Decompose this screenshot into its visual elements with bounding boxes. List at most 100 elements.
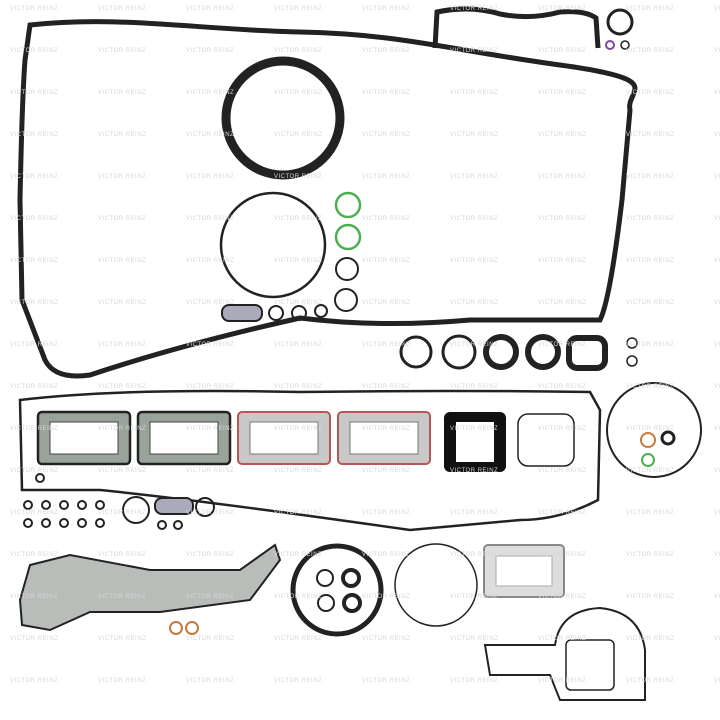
watermark-text: VICTOR REINZ: [362, 384, 410, 390]
intake-gasket-opening: [456, 422, 494, 462]
watermark-text: VICTOR REINZ: [626, 300, 674, 306]
exhaust-manifold-gaskets: [36, 410, 431, 466]
small-o-ring: [41, 500, 51, 510]
o-ring: [316, 569, 334, 587]
rear-crank-seal: [290, 543, 384, 637]
crankshaft-seal: [221, 56, 345, 180]
small-o-ring: [23, 518, 33, 528]
watermark-text: VICTOR REINZ: [538, 48, 586, 54]
watermark-text: VICTOR REINZ: [98, 468, 146, 474]
watermark-text: VICTOR REINZ: [186, 258, 234, 264]
watermark-text: VICTOR REINZ: [274, 6, 322, 12]
watermark-text: VICTOR REINZ: [362, 426, 410, 432]
watermark-text: VICTOR REINZ: [450, 90, 498, 96]
watermark-text: VICTOR REINZ: [714, 48, 720, 54]
watermark-text: VICTOR REINZ: [538, 678, 586, 684]
watermark-text: VICTOR REINZ: [274, 48, 322, 54]
small-o-ring: [59, 518, 69, 528]
watermark-text: VICTOR REINZ: [450, 174, 498, 180]
o-ring: [122, 496, 150, 524]
watermark-text: VICTOR REINZ: [362, 90, 410, 96]
watermark-text: VICTOR REINZ: [362, 468, 410, 474]
copper-ring: [185, 621, 199, 635]
watermark-text: VICTOR REINZ: [10, 342, 58, 348]
watermark-text: VICTOR REINZ: [98, 300, 146, 306]
small-o-ring: [77, 518, 87, 528]
small-o-ring: [173, 520, 183, 530]
breather-gasket: [432, 6, 601, 49]
small-o-rings: [23, 473, 183, 530]
watermark-text: VICTOR REINZ: [186, 510, 234, 516]
oil-cooler-gasket: [18, 543, 282, 632]
watermark-text: VICTOR REINZ: [10, 6, 58, 12]
watermark-text: VICTOR REINZ: [98, 6, 146, 12]
small-o-ring: [77, 500, 87, 510]
watermark-text: VICTOR REINZ: [714, 90, 720, 96]
o-ring: [660, 430, 676, 446]
flange-gasket: [221, 304, 263, 322]
watermark-text: VICTOR REINZ: [274, 300, 322, 306]
watermark-text: VICTOR REINZ: [362, 258, 410, 264]
o-ring: [606, 8, 634, 36]
watermark-text: VICTOR REINZ: [10, 90, 58, 96]
watermark-text: VICTOR REINZ: [714, 636, 720, 642]
watermark-text: VICTOR REINZ: [450, 300, 498, 306]
copper-ring: [169, 621, 183, 635]
watermark-text: VICTOR REINZ: [362, 510, 410, 516]
watermark-text: VICTOR REINZ: [538, 384, 586, 390]
o-ring: [291, 305, 307, 321]
watermark-text: VICTOR REINZ: [10, 174, 58, 180]
watermark-text: VICTOR REINZ: [450, 132, 498, 138]
watermark-text: VICTOR REINZ: [714, 300, 720, 306]
watermark-text: VICTOR REINZ: [626, 594, 674, 600]
watermark-text: VICTOR REINZ: [714, 594, 720, 600]
watermark-text: VICTOR REINZ: [10, 384, 58, 390]
watermark-text: VICTOR REINZ: [714, 132, 720, 138]
watermark-text: VICTOR REINZ: [450, 48, 498, 54]
green-o-ring: [641, 453, 655, 467]
watermark-text: VICTOR REINZ: [538, 510, 586, 516]
pump-cover-gasket: [606, 382, 702, 478]
small-o-ring: [59, 500, 69, 510]
watermark-text: VICTOR REINZ: [450, 594, 498, 600]
watermark-text: VICTOR REINZ: [98, 132, 146, 138]
watermark-text: VICTOR REINZ: [186, 468, 234, 474]
watermark-text: VICTOR REINZ: [10, 636, 58, 642]
watermark-text: VICTOR REINZ: [362, 216, 410, 222]
o-ring: [335, 257, 359, 281]
watermark-text: VICTOR REINZ: [98, 90, 146, 96]
watermark-text: VICTOR REINZ: [714, 174, 720, 180]
green-o-ring: [334, 223, 362, 251]
watermark-text: VICTOR REINZ: [626, 426, 674, 432]
green-o-ring: [334, 191, 362, 219]
watermark-text: VICTOR REINZ: [274, 90, 322, 96]
watermark-text: VICTOR REINZ: [714, 258, 720, 264]
watermark-text: VICTOR REINZ: [10, 132, 58, 138]
watermark-text: VICTOR REINZ: [274, 594, 322, 600]
watermark-text: VICTOR REINZ: [626, 6, 674, 12]
watermark-text: VICTOR REINZ: [538, 636, 586, 642]
small-o-ring: [23, 500, 33, 510]
watermark-text: VICTOR REINZ: [450, 216, 498, 222]
o-ring: [341, 568, 361, 588]
o-ring: [605, 40, 615, 50]
watermark-text: VICTOR REINZ: [98, 216, 146, 222]
watermark-text: VICTOR REINZ: [274, 258, 322, 264]
watermark-text: VICTOR REINZ: [538, 594, 586, 600]
watermark-text: VICTOR REINZ: [186, 636, 234, 642]
copper-ring: [640, 432, 656, 448]
watermark-text: VICTOR REINZ: [186, 300, 234, 306]
watermark-text: VICTOR REINZ: [626, 48, 674, 54]
watermark-text: VICTOR REINZ: [274, 426, 322, 432]
watermark-text: VICTOR REINZ: [274, 132, 322, 138]
watermark-text: VICTOR REINZ: [186, 216, 234, 222]
watermark-text: VICTOR REINZ: [538, 426, 586, 432]
watermark-text: VICTOR REINZ: [10, 258, 58, 264]
watermark-text: VICTOR REINZ: [626, 636, 674, 642]
watermark-text: VICTOR REINZ: [626, 468, 674, 474]
watermark-text: VICTOR REINZ: [626, 90, 674, 96]
watermark-text: VICTOR REINZ: [626, 510, 674, 516]
watermark-text: VICTOR REINZ: [626, 216, 674, 222]
watermark-text: VICTOR REINZ: [98, 594, 146, 600]
